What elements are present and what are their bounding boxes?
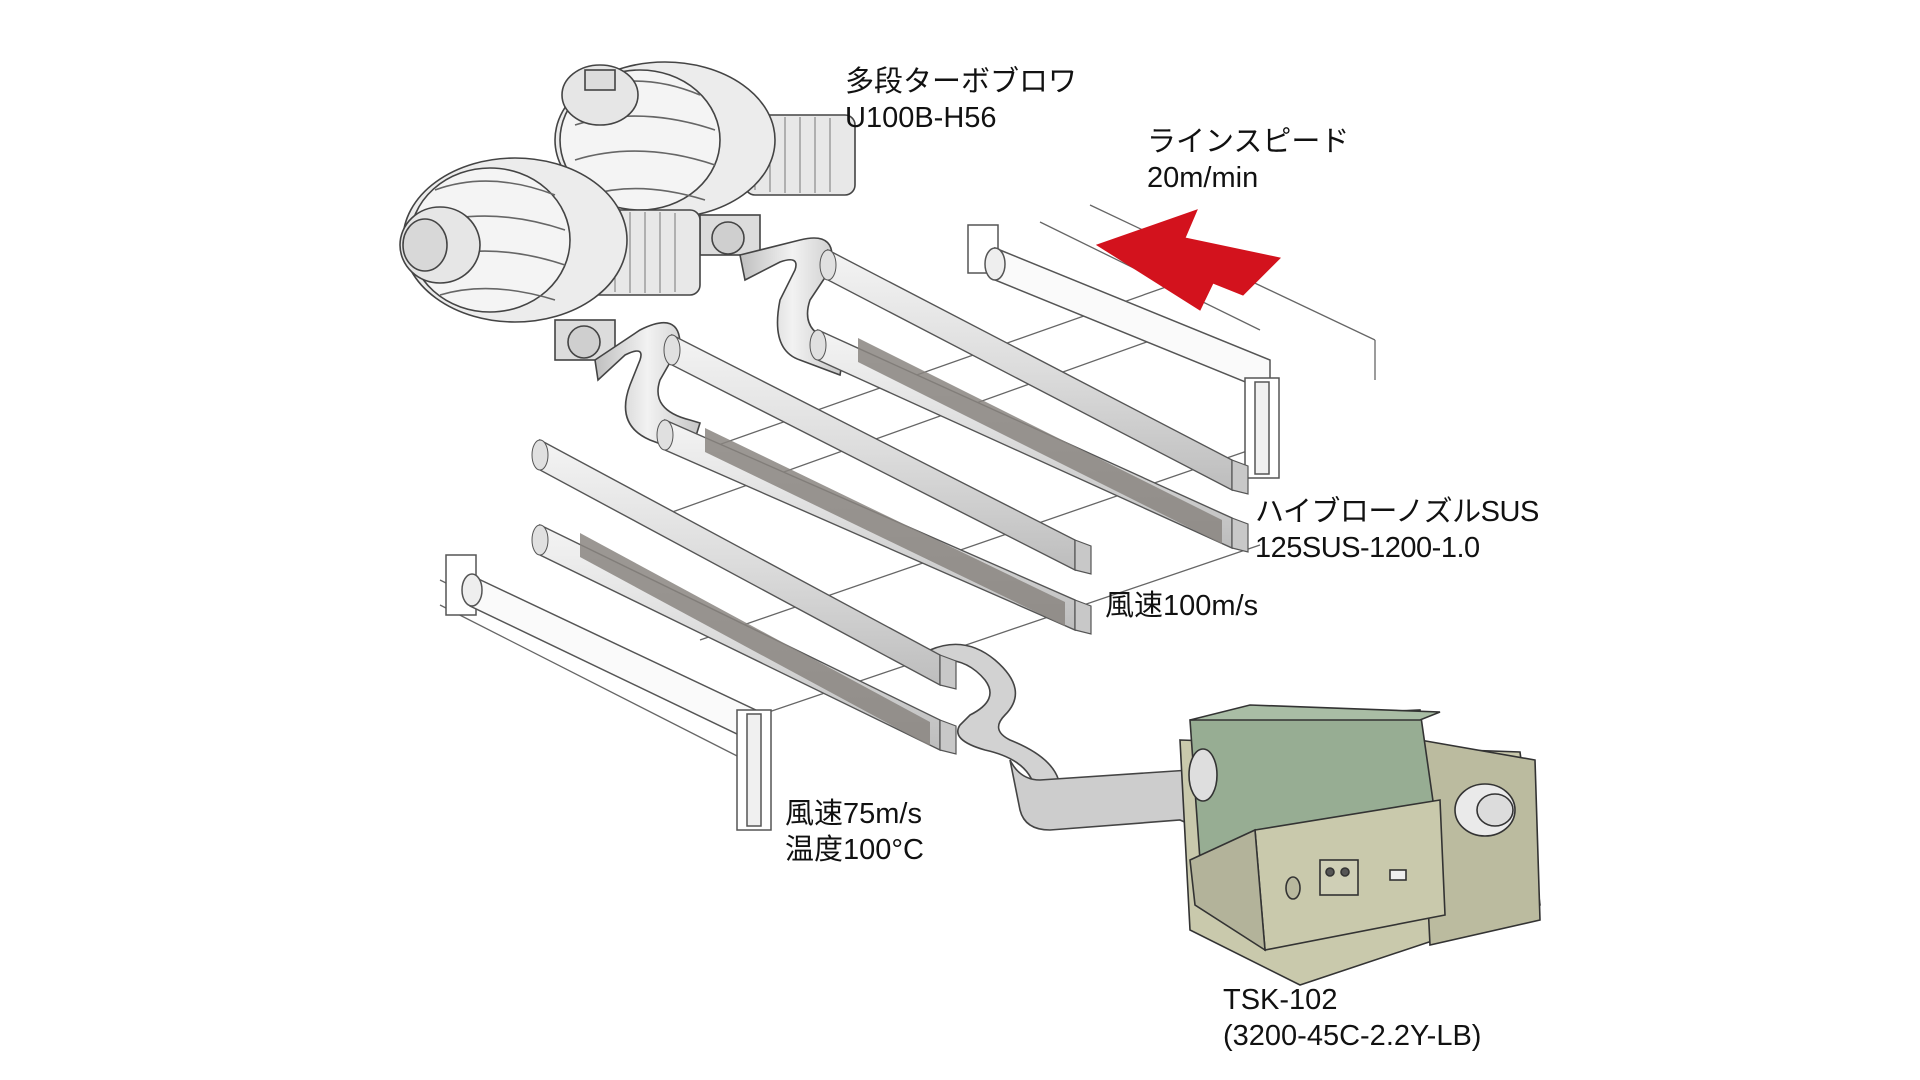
air-nozzle-icon (656, 418, 1092, 635)
heater-model: TSK-102 (1223, 984, 1338, 1016)
line-speed-label: ラインスピード 20m/min (1147, 124, 1349, 196)
heater-label: TSK-102 (3200-45C-2.2Y-LB) (1223, 982, 1481, 1054)
hot-air-heater-icon (1179, 704, 1541, 986)
lower-roller (445, 554, 772, 831)
upper-roller (967, 224, 1280, 479)
heater-spec: (3200-45C-2.2Y-LB) (1223, 1020, 1482, 1052)
turbo-blower-icon (554, 61, 856, 256)
wind-temp-lower-label: 風速75m/s 温度100°C (785, 796, 924, 868)
air-nozzle-icon (531, 438, 957, 690)
wind-speed-upper-value: 風速100m/s (1105, 590, 1259, 622)
air-nozzle-icon (663, 333, 1092, 575)
air-nozzle-icon (819, 248, 1249, 495)
temperature-value: 温度100°C (785, 834, 924, 866)
air-nozzle-icon (809, 328, 1249, 553)
line-speed-value: 20m/min (1147, 162, 1259, 194)
wind-speed-lower-value: 風速75m/s (785, 798, 922, 830)
blower-label: 多段ターボブロワ U100B-H56 (845, 64, 1077, 136)
air-nozzle-icon (531, 523, 957, 755)
line-speed-title: ラインスピード (1147, 126, 1350, 158)
nozzle-group (531, 248, 1249, 755)
direction-arrow-icon (1095, 209, 1282, 311)
blower-name: 多段ターボブロワ (845, 66, 1078, 98)
turbo-blower-icon (399, 157, 701, 361)
nozzle-label: ハイブローノズルSUS 125SUS-1200-1.0 (1255, 494, 1539, 566)
nozzle-model: 125SUS-1200-1.0 (1255, 532, 1480, 564)
wind-speed-upper-label: 風速100m/s (1105, 588, 1258, 624)
blower-model: U100B-H56 (845, 102, 997, 134)
nozzle-name: ハイブローノズルSUS (1255, 496, 1539, 528)
